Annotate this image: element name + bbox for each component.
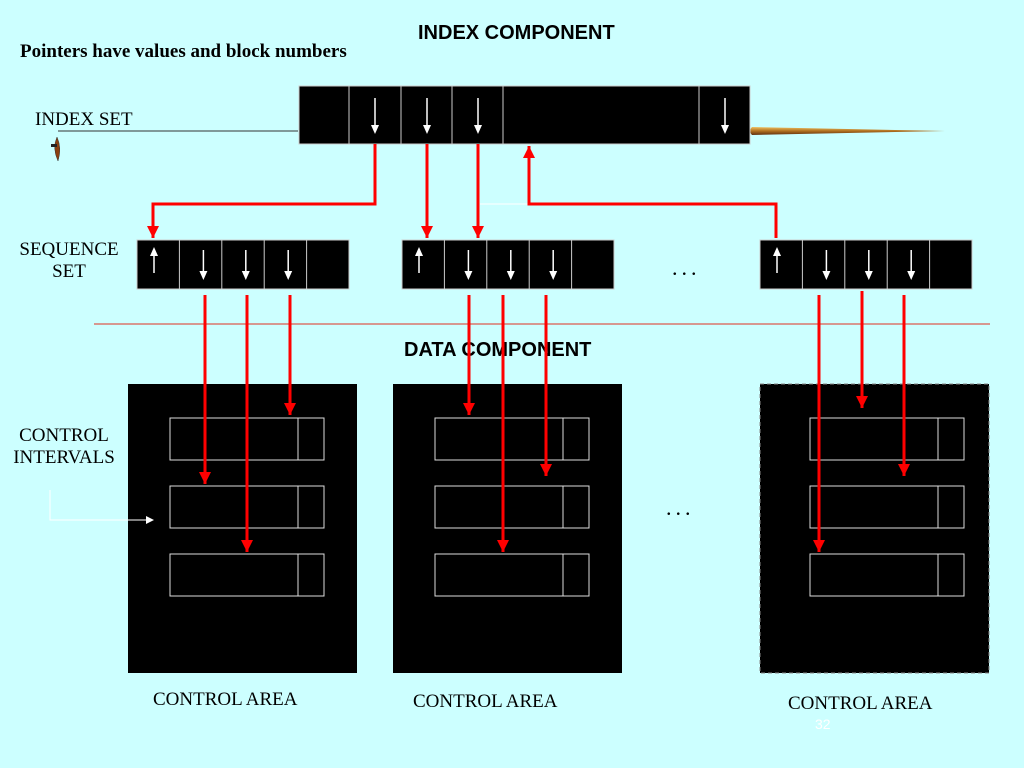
index-set-record	[299, 86, 750, 144]
index-to-seq2-pointer-head	[421, 226, 433, 238]
sequence-set-record-1	[137, 240, 349, 289]
seq3-to-index-pointer	[529, 146, 776, 238]
sequence-set-record-3	[760, 240, 972, 289]
sequence-set-record-2	[402, 240, 614, 289]
index-to-seq1-pointer	[153, 144, 375, 238]
sequence-record-box	[402, 240, 614, 289]
sequence-record-box	[137, 240, 349, 289]
pen-nib-icon	[51, 137, 60, 161]
seq3-to-index-pointer-head	[523, 146, 535, 158]
pencil-icon	[750, 127, 945, 135]
index-to-seq2b-pointer-head	[472, 226, 484, 238]
index-to-seq1-pointer-head	[147, 226, 159, 238]
sequence-record-box	[760, 240, 972, 289]
